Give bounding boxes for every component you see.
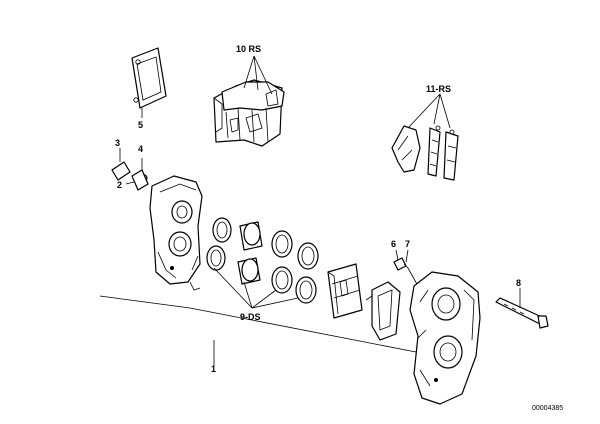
caliper-housing-left [149, 175, 203, 291]
label-4: 4 [138, 144, 143, 154]
part-3-bleeder-screw [111, 148, 131, 181]
label-2: 2 [117, 180, 122, 190]
part-6-bolt [393, 249, 407, 271]
label-11-rs: 11-RS [426, 84, 451, 94]
part-11-springs [391, 93, 459, 181]
part-7-pin [403, 249, 419, 287]
pad-retaining-spring [365, 281, 401, 341]
label-1: 1 [211, 364, 216, 374]
label-10-rs: 10 RS [236, 44, 261, 54]
part-2-cap [125, 169, 149, 191]
part-9-piston-seals [206, 217, 319, 309]
part-8-long-bolt [495, 288, 549, 329]
caliper-housing-right [409, 271, 481, 405]
label-3: 3 [115, 138, 120, 148]
part-10-brake-pads [213, 55, 285, 147]
label-8: 8 [516, 278, 521, 288]
label-6: 6 [391, 239, 396, 249]
label-5: 5 [138, 120, 143, 130]
label-9-ds: 9-DS [240, 312, 261, 322]
reference-code: 00004385 [532, 405, 563, 412]
label-7: 7 [405, 239, 410, 249]
brake-pad-center [327, 263, 363, 319]
part-5-shim-plate [131, 47, 167, 118]
part-1-assembly-line [99, 295, 417, 366]
